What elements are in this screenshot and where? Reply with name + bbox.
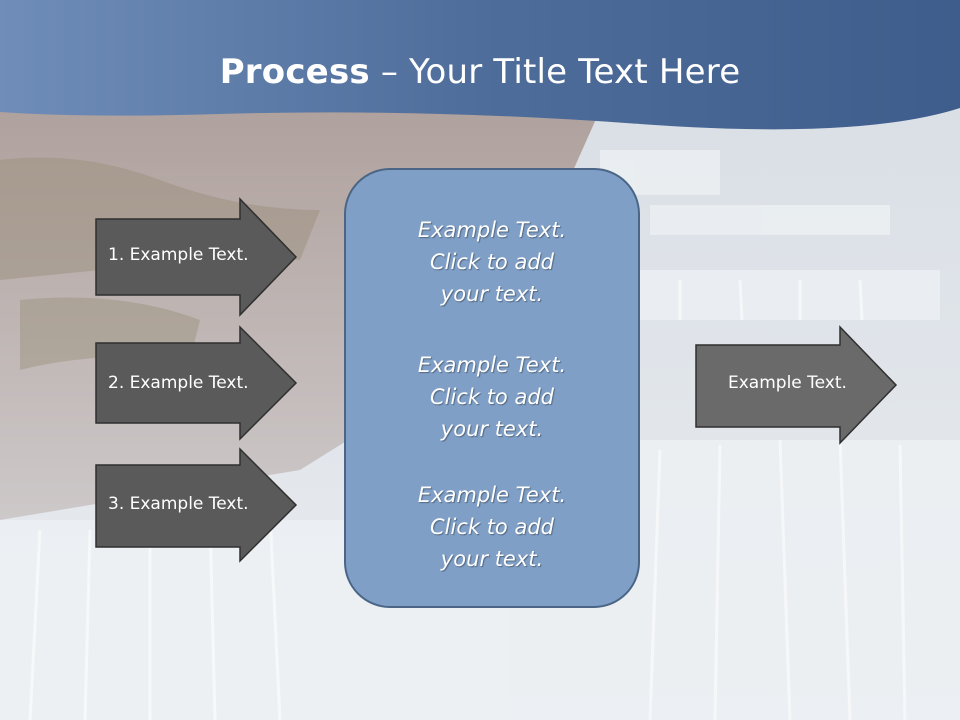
center-text-block-1: Example Text. Click to add your text.: [346, 214, 638, 310]
center-text-line: your text.: [440, 417, 544, 441]
center-text-line: your text.: [440, 282, 544, 306]
center-text-line: Click to add: [429, 250, 554, 274]
process-arrow-1[interactable]: [94, 197, 300, 317]
result-arrow[interactable]: [694, 325, 900, 445]
center-content-box[interactable]: Example Text. Click to add your text. Ex…: [344, 168, 640, 608]
title-bold-part: Process: [219, 52, 370, 92]
center-text-line: Click to add: [429, 385, 554, 409]
center-text-block-2: Example Text. Click to add your text.: [346, 349, 638, 445]
result-arrow-label: Example Text.: [728, 373, 847, 393]
center-text-line: Example Text.: [417, 218, 567, 242]
center-text-line: Click to add: [429, 515, 554, 539]
title-band: [0, 0, 960, 130]
center-text-block-3: Example Text. Click to add your text.: [346, 479, 638, 575]
process-arrow-3-label: 3. Example Text.: [108, 494, 249, 514]
process-arrow-3[interactable]: [94, 447, 300, 567]
center-text-line: Example Text.: [417, 353, 567, 377]
slide-title[interactable]: Process – Your Title Text Here: [0, 52, 960, 92]
process-arrow-2-label: 2. Example Text.: [108, 373, 249, 393]
process-arrow-1-label: 1. Example Text.: [108, 245, 249, 265]
center-text-line: Example Text.: [417, 483, 567, 507]
title-rest-part: – Your Title Text Here: [369, 52, 741, 92]
process-arrow-2[interactable]: [94, 325, 300, 445]
center-text-line: your text.: [440, 547, 544, 571]
